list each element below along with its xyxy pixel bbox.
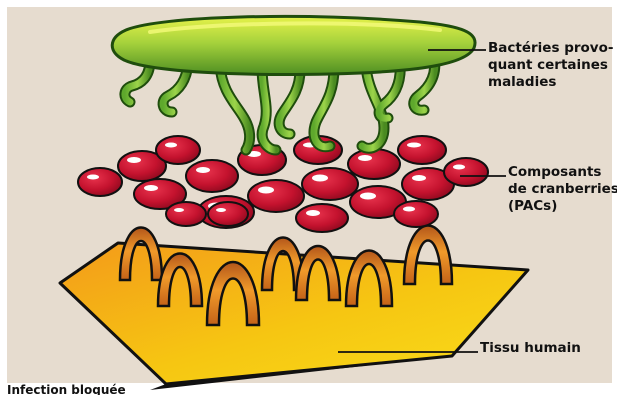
caption: Infection bloquée	[7, 383, 126, 395]
bacterium-icon	[112, 16, 475, 74]
cranberry-pac-icon	[186, 160, 238, 192]
label-bacteria-line-3: maladies	[488, 74, 613, 91]
label-bacteria-line-1: Bactéries provo-	[488, 40, 613, 57]
cranberry-pac-cluster	[78, 136, 488, 232]
cranberry-pac-icon	[296, 204, 348, 232]
cranberry-pac-icon	[156, 136, 200, 164]
label-cranberry-line-1: Composants	[508, 164, 617, 181]
cranberry-pac-icon	[78, 168, 122, 196]
label-cranberry: Composants de cranberries (PACs)	[508, 164, 617, 215]
cranberry-pac-icon	[166, 202, 206, 226]
cranberry-pac-icon	[208, 202, 248, 226]
cranberry-pac-icon	[302, 168, 358, 200]
label-bacteria: Bactéries provo- quant certaines maladie…	[488, 40, 613, 91]
cranberry-pac-icon	[394, 201, 438, 227]
label-cranberry-line-2: de cranberries	[508, 181, 617, 198]
cranberry-pac-icon	[348, 149, 400, 179]
cranberry-pac-icon	[248, 180, 304, 212]
label-cranberry-line-3: (PACs)	[508, 198, 617, 215]
cranberry-pac-icon	[398, 136, 446, 164]
cranberry-pac-icon	[444, 158, 488, 186]
label-bacteria-line-2: quant certaines	[488, 57, 613, 74]
label-tissue: Tissu humain	[480, 340, 581, 357]
